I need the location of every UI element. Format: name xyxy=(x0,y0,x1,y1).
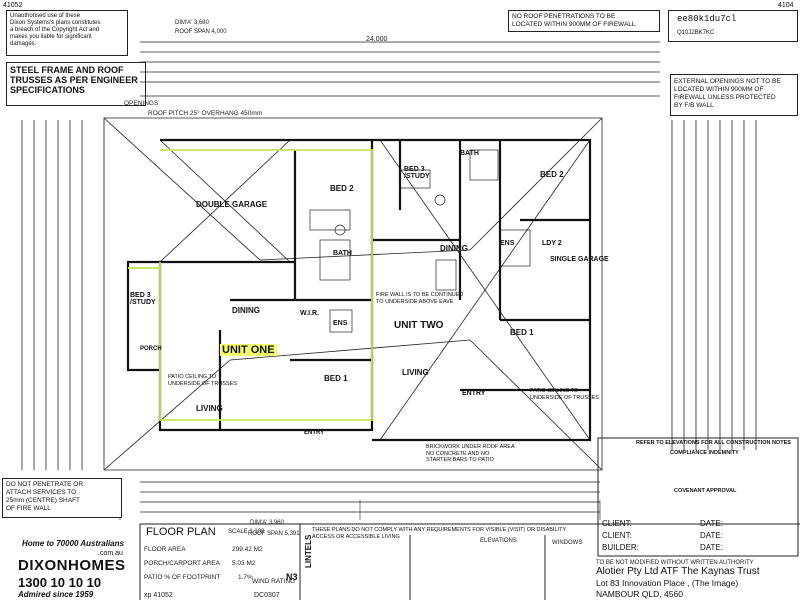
suburb: NAMBOUR QLD, 4560 xyxy=(596,589,683,599)
copyright-box: Unauthorised use of these Dixon Systems'… xyxy=(6,10,128,56)
room-bed3-right: BED 3 /STUDY xyxy=(404,166,430,180)
not-modified-note: TO BE NOT MODIFIED WITHOUT WRITTEN AUTHO… xyxy=(596,560,754,566)
room-ens-right: ENS xyxy=(500,240,515,247)
total-dimension: 24,000 xyxy=(366,36,388,43)
covenant-label: COVENANT APPROVAL xyxy=(674,488,737,494)
do-not-penetrate-box: DO NOT PENETRATE OR ATTACH SERVICES TO 2… xyxy=(2,478,122,518)
external-openings-note: EXTERNAL OPENINGS NOT TO BE LOCATED WITH… xyxy=(674,78,781,109)
client-label-1: CLIENT: xyxy=(602,519,632,528)
roof-penetration-box: NO ROOF PENETRATIONS TO BE LOCATED WITHI… xyxy=(508,10,660,32)
room-bath-right: BATH xyxy=(460,150,479,157)
room-wir: W.I.R. xyxy=(300,310,320,317)
room-dining-left: DINING xyxy=(232,306,260,315)
refer-note: REFER TO ELEVATIONS FOR ALL CONSTRUCTION… xyxy=(636,440,791,446)
external-openings-box: EXTERNAL OPENINGS NOT TO BE LOCATED WITH… xyxy=(670,74,798,116)
brand-website: .com.au xyxy=(98,550,123,557)
plans-notice: THESE PLANS DO NOT COMPLY WITH ANY REQUI… xyxy=(312,527,567,540)
room-ens-left: ENS xyxy=(333,320,348,327)
room-double-garage: DOUBLE GARAGE xyxy=(196,200,268,209)
room-single-garage: SINGLE GARAGE xyxy=(550,256,609,263)
barcode-box: ee80k1du7cl Q10J2BK7KC xyxy=(668,10,798,42)
roof-penetration-note: NO ROOF PENETRATIONS TO BE LOCATED WITHI… xyxy=(512,13,636,28)
barcode-text: ee80k1du7cl xyxy=(677,14,737,24)
room-entry-left: ENTRY xyxy=(304,430,325,436)
wind-rating-value: N3 xyxy=(286,572,298,582)
roof-pitch-note: ROOF PITCH 25° OVERHANG 450mm xyxy=(148,110,263,117)
brickwork-note: BRICKWORK UNDER ROOF AREA NO CONCRETE AN… xyxy=(426,444,515,463)
area-row-1-value: 299.42 M2 xyxy=(232,546,263,553)
plan-ref-left: 41052 xyxy=(3,2,23,9)
steel-frame-box: STEEL FRAME AND ROOF TRUSSES AS PER ENGI… xyxy=(6,62,146,106)
xp-code: xp 41052 xyxy=(144,592,173,599)
copyright-notice: Unauthorised use of these Dixon Systems'… xyxy=(10,13,101,47)
date-label-3: DATE: xyxy=(700,543,723,552)
lot-address: Lot 83 Innovation Place , (The Image) xyxy=(596,578,739,588)
compliance-label: COMPLIANCE INDEMNITY xyxy=(670,450,739,456)
brand-admired: Admired since 1959 xyxy=(18,590,94,599)
brand-phone: 1300 10 10 10 xyxy=(18,575,102,590)
patio-ceiling-right: PATIO CEILING TO UNDERSIDE OF TRUSSES xyxy=(530,388,599,401)
room-bed1-right: BED 1 xyxy=(510,328,534,337)
date-label-2: DATE: xyxy=(700,531,723,540)
area-row-2-value: 5.03 M2 xyxy=(232,560,256,567)
openings-label: OPENINGS xyxy=(124,100,159,107)
dc-code: DC0307 xyxy=(254,592,280,599)
room-lobby: LDY 2 xyxy=(542,240,562,247)
steel-frame-note: STEEL FRAME AND ROOF TRUSSES AS PER ENGI… xyxy=(10,65,138,95)
room-bed1-left: BED 1 xyxy=(324,374,348,383)
dim-a-bottom: DIM'A' 3,960 xyxy=(250,520,284,526)
dim-a-label: DIM'A' 3,680 xyxy=(175,20,209,26)
unit-two-label: UNIT TWO xyxy=(394,320,444,331)
area-row-3-value: 1.7% xyxy=(238,574,253,581)
room-dining-right: DINING xyxy=(440,244,468,253)
area-row-1-label: FLOOR AREA xyxy=(144,546,186,553)
owner-name: Alotier Pty Ltd ATF The Kaynas Trust xyxy=(596,566,760,577)
unit-one-label: UNIT ONE xyxy=(220,344,277,356)
roof-span-bottom: ROOF SPAN 5,391 xyxy=(248,531,300,537)
area-row-3-label: PATIO % OF FOOTPRINT xyxy=(144,574,221,581)
room-entry-right: ENTRY xyxy=(462,390,486,397)
area-row-2-label: PORCH/CARPORT AREA xyxy=(144,560,220,567)
do-not-penetrate-note: DO NOT PENETRATE OR ATTACH SERVICES TO 2… xyxy=(6,481,84,512)
roof-span-label: ROOF SPAN 4,000 xyxy=(175,29,227,35)
wind-rating-label: WIND RATING xyxy=(252,578,296,585)
brand-logo: DIXONHOMES xyxy=(18,557,126,574)
room-bed3-left: BED 3 /STUDY xyxy=(130,292,156,306)
date-label-1: DATE: xyxy=(700,519,723,528)
room-porch: PORCH xyxy=(140,346,162,352)
brand-tagline: Home to 70000 Australians xyxy=(22,539,124,548)
room-bed2-right: BED 2 xyxy=(540,170,564,179)
client-label-2: CLIENT: xyxy=(602,531,632,540)
builder-label: BUILDER: xyxy=(602,543,639,552)
room-living-left: LIVING xyxy=(196,404,223,413)
patio-ceiling-left: PATIO CEILING TO UNDERSIDE OF TRUSSES xyxy=(168,374,237,387)
scale-label: SCALE 1:100 xyxy=(228,529,265,535)
room-bed2-left: BED 2 xyxy=(330,184,354,193)
elevations-label: ELEVATIONS xyxy=(480,538,517,544)
room-bath-left: BATH xyxy=(333,250,352,257)
floor-plan-title: FLOOR PLAN xyxy=(146,526,216,538)
room-living-right: LIVING xyxy=(402,368,429,377)
windows-label: WINDOWS xyxy=(552,540,583,546)
barcode-subtext: Q10J2BK7KC xyxy=(677,30,715,36)
plan-ref-right: 4104 xyxy=(778,2,794,9)
firewall-note: FIRE WALL IS TO BE CONTINUED TO UNDERSID… xyxy=(376,292,464,305)
